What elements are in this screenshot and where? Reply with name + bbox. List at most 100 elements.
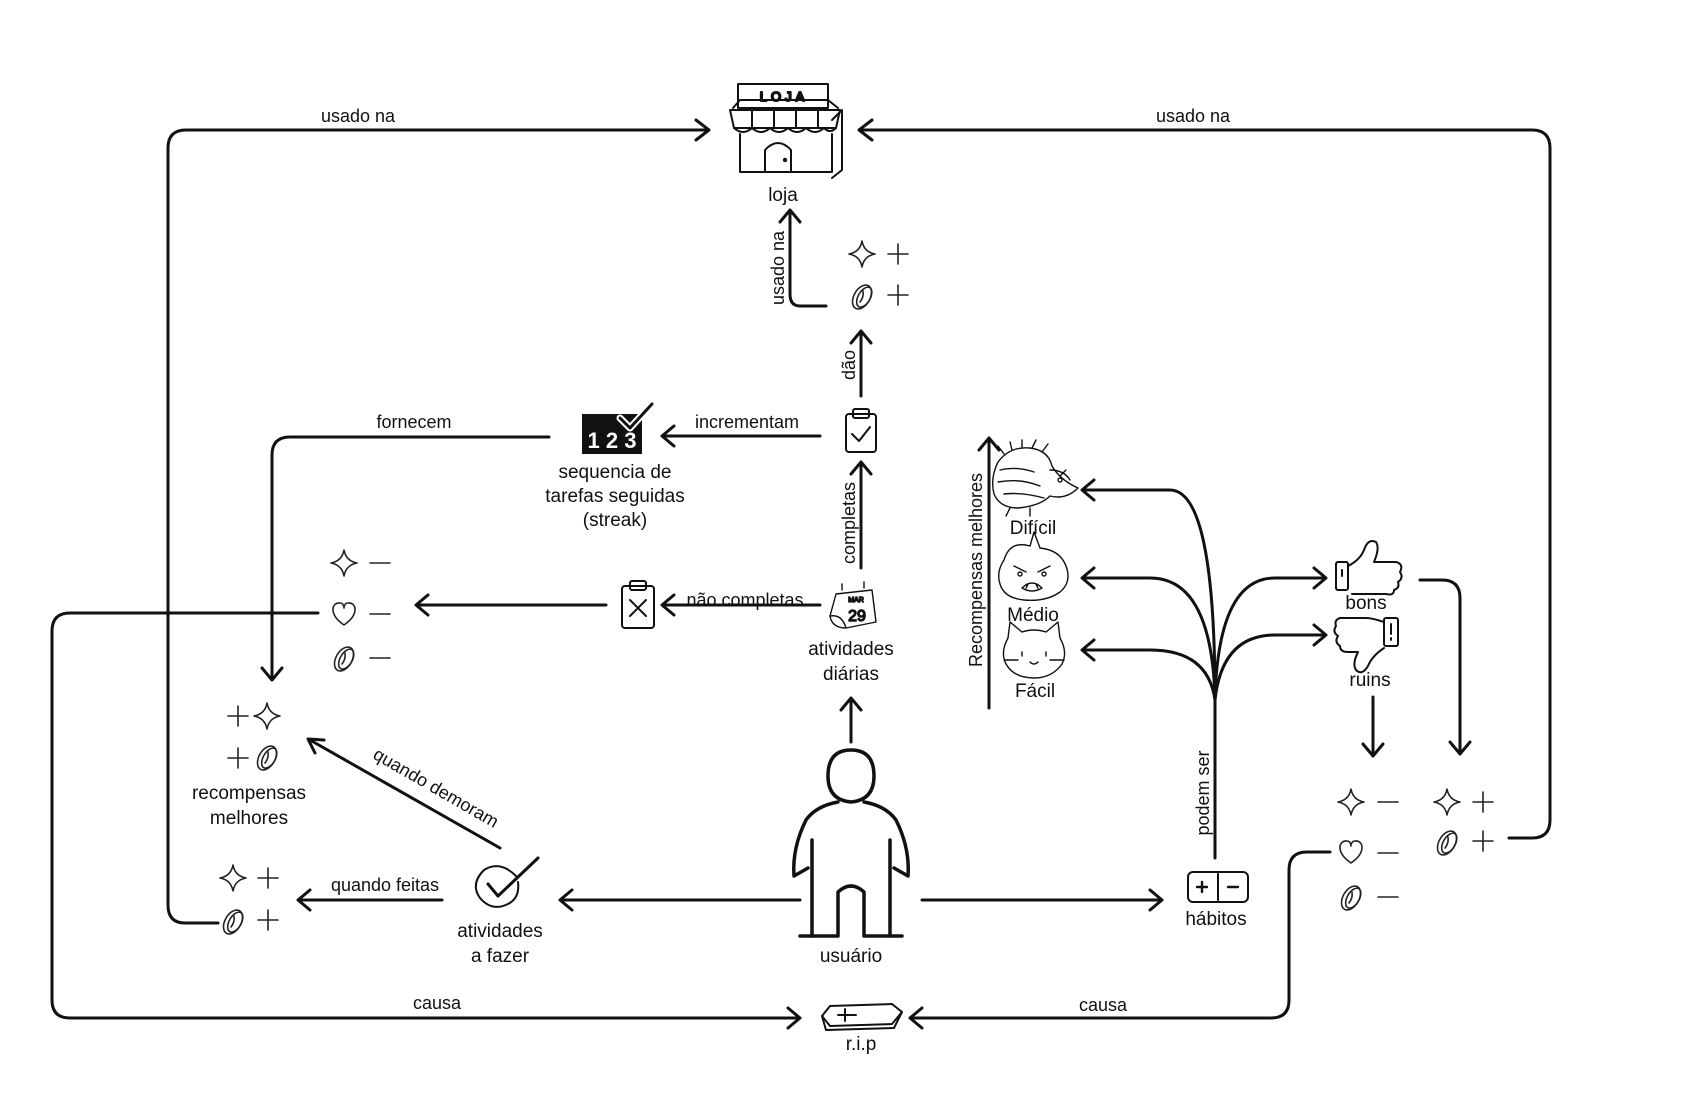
label-usado-na-vertical: usado na xyxy=(768,230,788,305)
checkmark-icon xyxy=(474,856,540,908)
arrowhead xyxy=(414,593,430,617)
penalties-left xyxy=(329,549,391,676)
star-icon xyxy=(848,240,876,268)
store-sign: LOJA xyxy=(760,89,809,104)
penalties-habits-bad xyxy=(1336,788,1399,915)
edge-to-medio xyxy=(1082,576,1217,702)
arrowhead xyxy=(1148,888,1164,912)
plus-icon xyxy=(1472,791,1494,813)
plus-icon xyxy=(257,867,279,889)
arrowhead xyxy=(1080,638,1096,662)
thumbs-up-icon xyxy=(1335,540,1403,596)
arrowhead xyxy=(908,1006,924,1030)
arrowhead xyxy=(857,118,874,142)
label-fornecem: fornecem xyxy=(376,412,451,432)
label-nao-completas: não completas xyxy=(686,590,803,610)
calendar-icon: MAR 29 xyxy=(829,581,877,629)
node-habitos: hábitos xyxy=(1185,871,1249,930)
node-atividades-a-fazer: atividades a fazer xyxy=(457,856,543,967)
label-loja: loja xyxy=(768,185,798,206)
calendar-day: 29 xyxy=(848,608,866,625)
node-loja: LOJA loja xyxy=(729,83,843,206)
star-icon xyxy=(330,549,358,577)
arrowhead xyxy=(849,460,873,476)
clipboard-check-icon xyxy=(845,408,877,453)
arrowhead xyxy=(306,737,326,755)
label-incrementam: incrementam xyxy=(695,412,799,432)
arrowhead xyxy=(786,1006,802,1030)
label-quando-feitas: quando feitas xyxy=(331,875,439,895)
arrowhead xyxy=(849,329,873,345)
node-dificil: Difícil xyxy=(991,439,1079,539)
store-icon: LOJA xyxy=(729,83,843,179)
label-recompensas-melhores-axis: Recompensas melhores xyxy=(966,473,986,667)
edge-to-facil xyxy=(1082,648,1217,702)
label-atividades-diarias-1: atividades xyxy=(808,639,894,660)
coin-icon xyxy=(252,741,282,775)
arrowhead xyxy=(839,696,863,712)
clipboard-x-icon xyxy=(621,580,655,629)
star-icon xyxy=(1433,788,1461,816)
coin-icon xyxy=(329,642,359,676)
rewards-top xyxy=(847,240,909,314)
arrowhead xyxy=(660,424,676,448)
node-medio: Médio xyxy=(997,531,1069,626)
plus-icon xyxy=(227,747,249,769)
label-bons: bons xyxy=(1345,593,1386,614)
node-rip: r.i.p xyxy=(821,1003,903,1055)
label-atividades-fazer-2: a fazer xyxy=(471,946,530,967)
arrowhead xyxy=(1312,566,1328,590)
label-rip: r.i.p xyxy=(846,1034,877,1055)
dragon-icon xyxy=(991,439,1079,517)
rewards-habits-good xyxy=(1432,788,1494,860)
label-causa-right: causa xyxy=(1079,995,1128,1015)
node-bons: bons xyxy=(1335,540,1403,614)
label-usado-na-right: usado na xyxy=(1156,106,1231,126)
label-medio: Médio xyxy=(1007,605,1059,626)
edge-coin-to-loja-right xyxy=(860,128,1552,840)
star-icon xyxy=(253,702,281,730)
label-habitos: hábitos xyxy=(1185,909,1246,930)
label-streak-3: (streak) xyxy=(583,510,647,531)
edge-to-ruins xyxy=(1213,633,1326,702)
label-causa-left: causa xyxy=(413,993,462,1013)
plus-icon xyxy=(887,243,909,265)
node-facil: Fácil xyxy=(1002,621,1066,702)
label-completas: completas xyxy=(839,482,859,564)
heart-icon xyxy=(1339,840,1363,864)
edge-fornecem xyxy=(270,435,551,680)
label-quando-demoram: quando demoram xyxy=(370,744,502,832)
edge-coin-to-loja-left xyxy=(166,128,708,925)
label-streak-2: tarefas seguidas xyxy=(545,486,684,507)
arrowhead xyxy=(1080,478,1096,502)
cat-icon xyxy=(1002,621,1066,679)
streak-number: 1 2 3 xyxy=(588,428,637,453)
plus-icon xyxy=(1472,830,1494,852)
rewards-bottom-left xyxy=(218,864,279,939)
label-atividades-diarias-2: diárias xyxy=(823,664,879,685)
edge-causa-left xyxy=(50,611,800,1020)
label-atividades-fazer-1: atividades xyxy=(457,921,543,942)
edge-bons-to-rewards xyxy=(1418,578,1462,754)
label-podem-ser: podem ser xyxy=(1193,750,1213,835)
edges xyxy=(50,118,1552,1030)
angry-creature-icon xyxy=(997,531,1069,602)
edge-to-bons xyxy=(1213,576,1326,702)
person-icon xyxy=(792,748,910,938)
thumbs-down-icon xyxy=(1333,617,1399,674)
label-recompensas-1: recompensas xyxy=(192,783,306,804)
arrowhead xyxy=(778,208,802,224)
edge-quando-demoram xyxy=(308,738,502,850)
node-ruins: ruins xyxy=(1333,617,1399,691)
coffin-icon xyxy=(821,1003,903,1031)
habits-icon xyxy=(1187,871,1249,903)
arrowhead xyxy=(694,118,711,142)
heart-icon xyxy=(332,602,356,626)
label-dao: dão xyxy=(839,350,859,380)
edge-labels: usado na usado na usado na dão fornecem … xyxy=(321,106,1231,1015)
label-usado-na-left: usado na xyxy=(321,106,396,126)
node-streak: 1 2 3 sequencia de tarefas seguidas (str… xyxy=(545,400,685,531)
node-atividades-diarias: MAR 29 atividades diárias xyxy=(808,581,894,685)
star-icon xyxy=(219,864,247,892)
